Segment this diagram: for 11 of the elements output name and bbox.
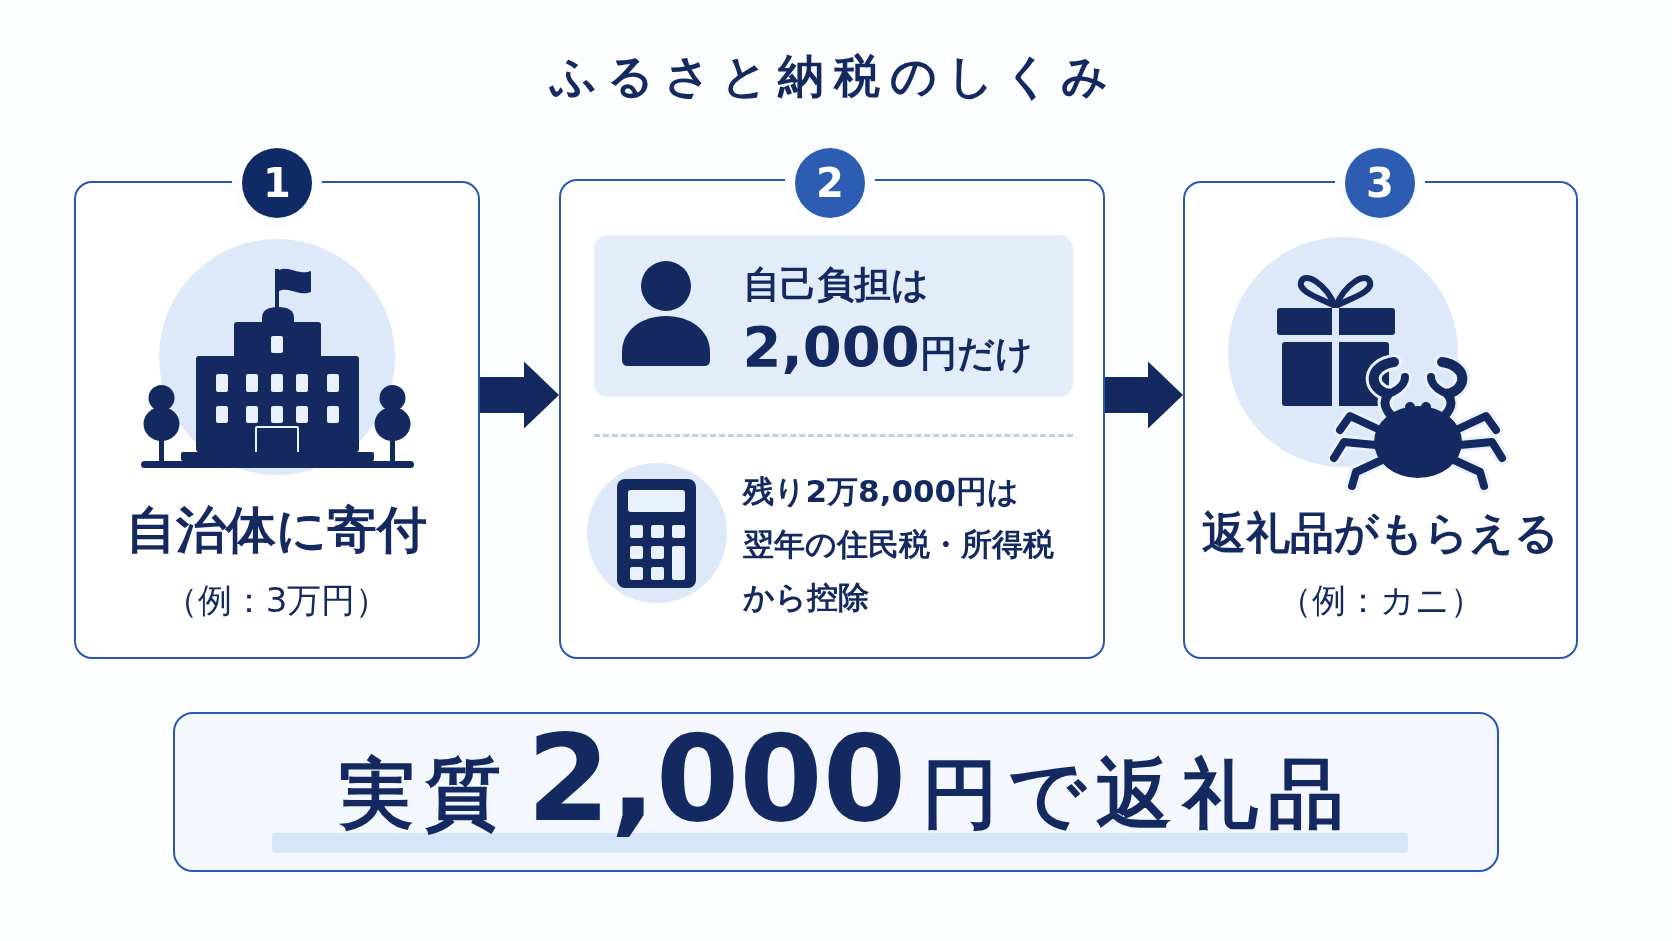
step-heading: 返礼品がもらえる: [1202, 506, 1559, 559]
arrow: [1105, 361, 1183, 429]
description-text: 残り2万8,000円は翌年の住民税・所得税から控除: [742, 472, 1054, 617]
example-text: （例：3万円）: [163, 579, 390, 620]
summary-banner: [173, 712, 1499, 872]
panel-text: 自己負担は2,000円だけ: [742, 261, 1033, 381]
arrow: [480, 361, 559, 429]
example-text: （例：カニ）: [1277, 579, 1484, 620]
highlight-panel: [593, 234, 1073, 397]
step-heading: 自治体に寄付: [126, 499, 427, 560]
title: ふるさと納税のしくみ: [550, 49, 1118, 105]
